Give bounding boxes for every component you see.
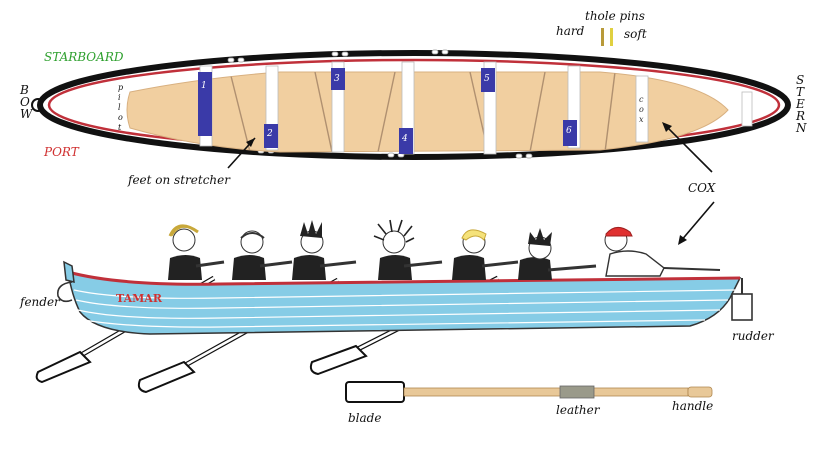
thole-pins-label: thole pins	[585, 9, 645, 23]
svg-text:x: x	[639, 115, 644, 124]
svg-text:W: W	[20, 107, 34, 121]
oar-shaft	[403, 387, 689, 397]
seat-marker-4	[399, 128, 413, 154]
bow-label: B O W	[19, 83, 34, 121]
seat-marker-2	[264, 124, 278, 148]
oar-blade-icon	[345, 381, 405, 403]
svg-text:o: o	[118, 113, 123, 122]
svg-text:1: 1	[201, 81, 207, 91]
cox-label: COX	[688, 181, 716, 195]
rower-6	[518, 228, 597, 280]
rudder-label: rudder	[732, 329, 775, 343]
cox-arrow-side-head	[678, 235, 687, 245]
oar-leather-icon	[559, 385, 595, 399]
fender-icon	[56, 281, 73, 303]
cox-arrow-top	[663, 123, 713, 173]
svg-text:O: O	[20, 95, 30, 109]
seat-marker-1	[198, 72, 212, 136]
top-view: thole pins hard soft STARBOARD PORT B O …	[19, 9, 807, 187]
thole-pin-soft-icon	[610, 28, 613, 46]
cox-arrow-top-head	[662, 122, 672, 132]
svg-text:E: E	[795, 97, 805, 111]
cox-figure	[604, 227, 721, 277]
hull-planks	[73, 289, 736, 328]
svg-text:S: S	[796, 73, 804, 87]
thole-pin-hard-icon	[601, 28, 604, 46]
cox-arrow-side	[679, 201, 715, 243]
cox-cap-icon	[605, 227, 633, 237]
starboard-label: STARBOARD	[44, 50, 124, 64]
svg-text:p: p	[118, 83, 123, 92]
svg-text:2: 2	[266, 129, 273, 139]
handle-label: handle	[672, 399, 713, 413]
rudder-icon	[731, 293, 753, 321]
pilot-seat-label: p i l o t	[118, 83, 123, 132]
svg-text:T: T	[796, 85, 805, 99]
side-gunwale	[67, 270, 741, 286]
svg-text:i: i	[118, 93, 121, 102]
seat-marker-5	[481, 68, 495, 92]
rower-4	[373, 219, 443, 280]
blade-label: blade	[348, 411, 381, 425]
svg-text:5: 5	[484, 74, 490, 84]
port-label: PORT	[43, 145, 80, 159]
rower-5	[452, 229, 519, 280]
svg-text:R: R	[795, 109, 805, 123]
seat-marker-6	[563, 120, 577, 146]
svg-text:c: c	[639, 95, 644, 104]
seat-markers: 1 2 3 4 5 6	[198, 68, 577, 154]
hard-label: hard	[556, 24, 585, 38]
svg-text:B: B	[19, 83, 29, 97]
svg-text:l: l	[118, 103, 121, 112]
side-view: fender TAMAR rudder	[19, 219, 775, 394]
oar-handle-icon	[687, 386, 713, 398]
seat-marker-3	[331, 68, 345, 90]
svg-text:N: N	[795, 121, 807, 135]
svg-text:t: t	[118, 123, 122, 132]
svg-text:4: 4	[401, 134, 408, 144]
feet-on-stretcher-label: feet on stretcher	[127, 173, 231, 187]
bow-post	[63, 260, 75, 283]
svg-text:o: o	[639, 105, 644, 114]
svg-text:3: 3	[334, 74, 340, 84]
rower-2	[232, 230, 293, 280]
leather-label: leather	[556, 403, 601, 417]
stern-label: S T E R N	[795, 73, 807, 135]
boat-name: TAMAR	[116, 292, 163, 305]
cox-seat-label: c o x	[639, 95, 644, 124]
rower-3	[292, 220, 357, 280]
fender-label: fender	[19, 295, 61, 309]
svg-text:6: 6	[566, 126, 572, 136]
stretcher-arrow-head	[246, 138, 255, 147]
soft-label: soft	[624, 27, 647, 41]
oar-detail: blade leather handle	[345, 381, 713, 425]
rower-1	[168, 224, 225, 280]
